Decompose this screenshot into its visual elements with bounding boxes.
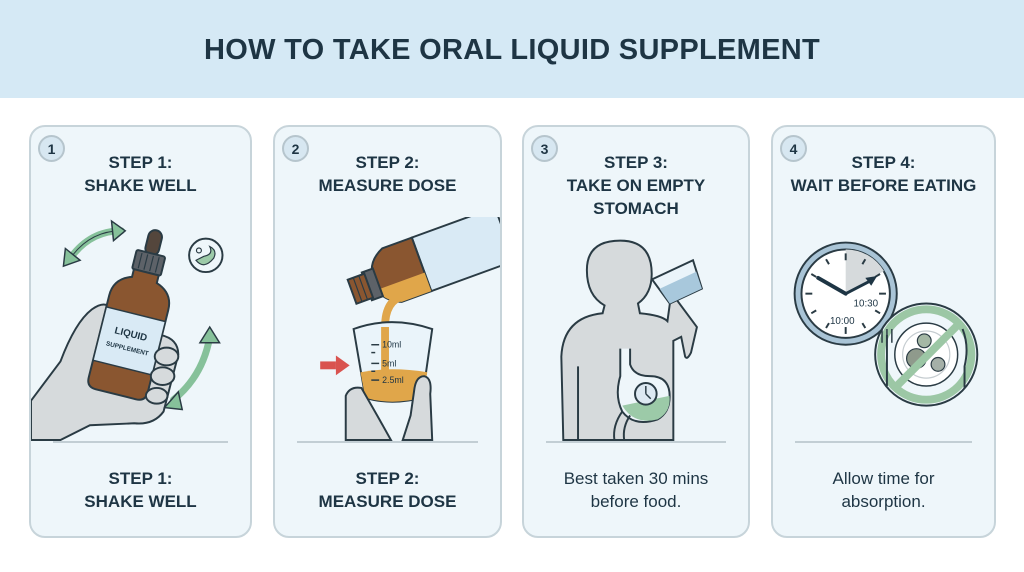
step-title-line: STOMACH [593, 199, 679, 218]
step-title: STEP 3: TAKE ON EMPTY STOMACH [524, 151, 748, 220]
card-divider [297, 441, 478, 443]
clock-label-1030: 10:30 [854, 298, 879, 309]
step-caption: Allow time for absorption. [773, 467, 994, 513]
step-title-line: MEASURE DOSE [318, 176, 457, 195]
card-divider [546, 441, 726, 443]
cup-mark-5ml: 5ml [382, 358, 396, 368]
step-title-line: STEP 4: [851, 153, 916, 172]
step-title-line: WAIT BEFORE EATING [790, 176, 977, 195]
step-caption: Best taken 30 mins before food. [524, 467, 748, 513]
caption-line: Allow time for [832, 469, 935, 488]
cup-mark-10ml: 10ml [382, 340, 401, 350]
step-number-badge: 3 [531, 135, 558, 162]
step-number-badge: 2 [282, 135, 309, 162]
empty-stomach-illustration [524, 217, 748, 442]
caption-line: absorption. [841, 492, 926, 511]
step-title: STEP 4: WAIT BEFORE EATING [773, 151, 994, 197]
caption-line: STEP 2: [355, 469, 420, 488]
clock-label-1000: 10:00 [830, 316, 855, 327]
pouring-cup-icon: 10ml 5ml 2.5ml [320, 206, 516, 442]
step-title-line: STEP 1: [108, 153, 173, 172]
caption-line: SHAKE WELL [84, 492, 197, 511]
step-title-line: TAKE ON EMPTY [566, 176, 706, 195]
step-card-4: 4 STEP 4: WAIT BEFORE EATING [771, 125, 996, 538]
card-divider [53, 441, 228, 443]
step-number-badge: 4 [780, 135, 807, 162]
step-title-line: STEP 3: [604, 153, 668, 172]
wait-before-eating-illustration: 10:30 10:00 [773, 217, 994, 442]
caption-line: Best taken 30 mins [563, 469, 709, 488]
step-title-line: SHAKE WELL [84, 176, 197, 195]
header-banner: HOW TO TAKE ORAL LIQUID SUPPLEMENT [0, 0, 1024, 98]
step-card-2: 2 STEP 2: MEASURE DOSE [273, 125, 516, 538]
step-card-3: 3 STEP 3: TAKE ON EMPTY STOMACH [522, 125, 750, 538]
card-divider [795, 441, 972, 443]
step-title: STEP 2: MEASURE DOSE [275, 151, 500, 197]
page-title: HOW TO TAKE ORAL LIQUID SUPPLEMENT [204, 33, 820, 66]
caption-line: MEASURE DOSE [318, 492, 457, 511]
hand-bottle-icon: LIQUID SUPPLEMENT [30, 219, 224, 441]
cup-mark-2-5ml: 2.5ml [382, 375, 404, 385]
step-number-badge: 1 [38, 135, 65, 162]
step-caption: STEP 1: SHAKE WELL [31, 467, 250, 513]
measure-dose-illustration: 10ml 5ml 2.5ml [275, 206, 516, 442]
no-food-icon [874, 302, 979, 407]
step-title: STEP 1: SHAKE WELL [31, 151, 250, 197]
shake-bottle-illustration: LIQUID SUPPLEMENT [30, 217, 250, 442]
clock-no-food-icon: 10:30 10:00 [793, 241, 979, 407]
red-arrow-icon [320, 355, 350, 376]
caption-line: STEP 1: [108, 469, 173, 488]
clock-icon: 10:30 10:00 [793, 241, 898, 346]
person-drinking-icon [560, 239, 704, 442]
caption-line: before food. [590, 492, 682, 511]
step-caption: STEP 2: MEASURE DOSE [275, 467, 500, 513]
step-title-line: STEP 2: [355, 153, 420, 172]
step-card-1: 1 STEP 1: SHAKE WELL [29, 125, 252, 538]
